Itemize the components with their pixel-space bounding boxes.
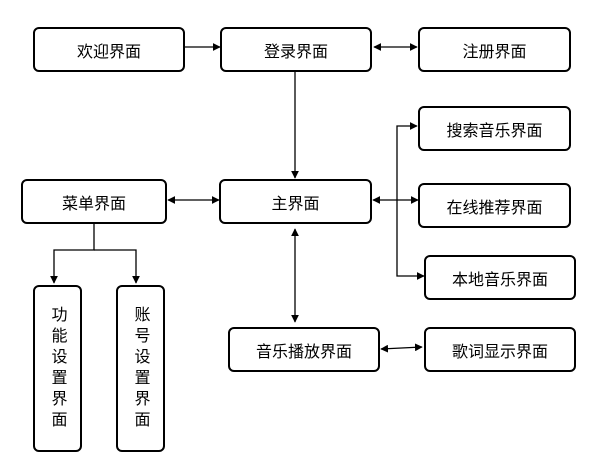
edge-menu-to-function-settings	[50, 224, 95, 284]
register-node-label: 注册界面	[462, 41, 527, 61]
main-node[interactable]: 主界面	[219, 179, 372, 224]
account-settings-node[interactable]: 账号设置界面	[116, 285, 165, 452]
register-node[interactable]: 注册界面	[418, 27, 571, 72]
edge-player-lyrics	[380, 343, 423, 353]
function-settings-node-label: 功能设置界面	[48, 305, 68, 432]
menu-node[interactable]: 菜单界面	[21, 179, 167, 224]
menu-node-label: 菜单界面	[61, 193, 126, 213]
main-node-label: 主界面	[271, 193, 320, 213]
local-music-node-label: 本地音乐界面	[451, 269, 548, 289]
welcome-node-label: 欢迎界面	[76, 41, 141, 61]
login-node[interactable]: 登录界面	[220, 27, 372, 72]
search-music-node[interactable]: 搜索音乐界面	[418, 106, 571, 151]
edge-main-branch-local	[396, 200, 425, 280]
edge-menu-to-account-settings	[94, 249, 140, 284]
online-recommend-node[interactable]: 在线推荐界面	[418, 183, 571, 228]
online-recommend-node-label: 在线推荐界面	[446, 197, 543, 217]
local-music-node[interactable]: 本地音乐界面	[424, 255, 576, 300]
search-music-node-label: 搜索音乐界面	[446, 120, 543, 140]
account-settings-node-label: 账号设置界面	[131, 305, 151, 432]
login-node-label: 登录界面	[263, 41, 328, 61]
welcome-node[interactable]: 欢迎界面	[33, 27, 185, 72]
lyrics-display-node[interactable]: 歌词显示界面	[424, 327, 576, 372]
edge-main-branch-search	[396, 122, 418, 200]
lyrics-display-node-label: 歌词显示界面	[451, 341, 548, 361]
music-player-node-label: 音乐播放界面	[255, 341, 352, 361]
function-settings-node[interactable]: 功能设置界面	[33, 285, 82, 452]
music-player-node[interactable]: 音乐播放界面	[228, 327, 380, 372]
